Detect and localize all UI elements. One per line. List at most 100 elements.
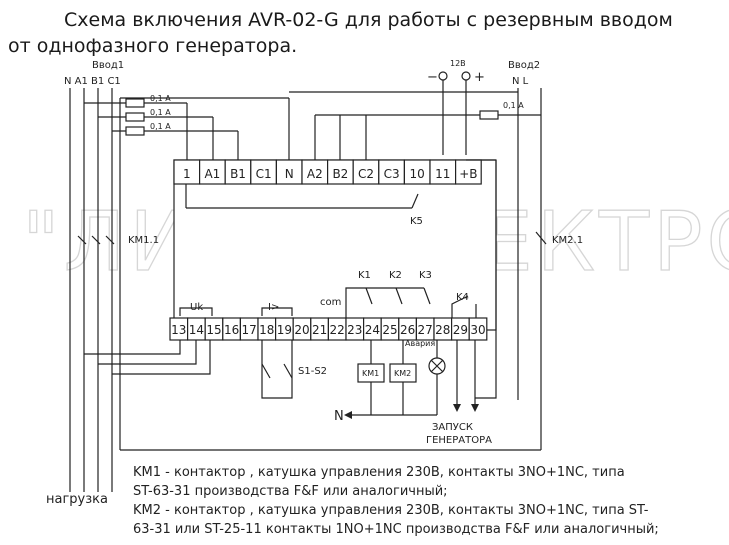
top-terminal-box [199, 159, 226, 185]
wire-s1-s2 [261, 340, 293, 399]
title-line-1: Схема включения AVR-02-G для работы с ре… [64, 9, 673, 31]
wire-uk-b [98, 340, 197, 365]
bottom-terminal-label: 16 [224, 323, 239, 337]
bottom-terminal-label: 21 [312, 323, 327, 337]
input2-label: Ввод2 [508, 60, 540, 71]
k2-label: K2 [389, 270, 402, 281]
supply-plus-label: + [474, 70, 485, 85]
load-label: нагрузка [46, 492, 108, 507]
top-terminal-label: N [285, 167, 294, 181]
top-terminal-label: A2 [307, 167, 323, 181]
km1-contact-a [77, 235, 87, 245]
supply-minus-label: − [427, 70, 438, 85]
top-terminal-label: B1 [230, 167, 246, 181]
fuse-3 [125, 126, 145, 136]
switch-s2 [283, 363, 293, 379]
relay-k1-k3-contacts [345, 287, 431, 318]
generator-arrow-right-icon [471, 404, 479, 412]
top-terminal-label: C3 [384, 167, 400, 181]
input1-phases: N A1 B1 C1 [64, 76, 121, 87]
km2-contact [535, 231, 547, 245]
generator-start-line-1: ЗАПУСК [432, 422, 473, 433]
note-line-2: ST-63-31 производства F&F или аналогичны… [133, 484, 448, 499]
s1-s2-label: S1-S2 [298, 366, 327, 377]
km1-contact-b [91, 235, 101, 245]
device-body [173, 159, 497, 331]
coil-km2-label: KM2 [394, 369, 411, 378]
fuse-2 [125, 112, 145, 122]
fuse-2-label: 0,1 A [150, 108, 171, 117]
fuse-3-label: 0,1 A [150, 122, 171, 131]
fuse-4 [479, 110, 499, 120]
k4-label: K4 [456, 292, 469, 303]
top-terminal-label: 11 [435, 167, 450, 181]
bottom-terminal-label: 19 [277, 323, 292, 337]
top-terminal-box [173, 159, 201, 185]
bottom-terminal-label: 25 [382, 323, 397, 337]
neutral-arrow-icon [344, 411, 352, 419]
alarm-label: Авария [405, 339, 435, 348]
bottom-terminal-label: 27 [418, 323, 433, 337]
note-line-3: KM2 - контактор , катушка управления 230… [133, 503, 649, 518]
supply-minus-terminal [438, 71, 448, 81]
top-terminal-box [429, 159, 457, 185]
top-terminal-box [250, 159, 278, 185]
top-terminal-box [301, 159, 329, 185]
alarm-lamp-wiring [430, 340, 444, 415]
bottom-terminal-label: 13 [171, 323, 186, 337]
wire-generator-start [456, 340, 476, 404]
bottom-terminal-label: 24 [365, 323, 380, 337]
top-terminal-label: C1 [256, 167, 272, 181]
input2-phases: N L [512, 76, 529, 87]
switch-s1 [261, 363, 271, 379]
generator-start-line-2: ГЕНЕРАТОРА [426, 435, 492, 446]
km1-contact-c [105, 235, 115, 245]
bottom-terminal-box [468, 317, 488, 341]
top-terminal-label: C2 [358, 167, 374, 181]
k5-contact [411, 193, 419, 209]
top-terminal-box [352, 159, 380, 185]
wire-plus-to-generator [475, 160, 497, 399]
top-terminal-label: B2 [332, 167, 348, 181]
top-terminal-box [275, 159, 303, 185]
note-line-4: 63-31 или ST-25-11 контакты 1NO+1NC прои… [133, 522, 659, 537]
uk-label: Uk [190, 302, 203, 313]
bottom-terminal-label: 28 [435, 323, 450, 337]
current-label: I> [268, 302, 279, 313]
k1-label: K1 [358, 270, 371, 281]
bottom-terminal-label: 17 [242, 323, 257, 337]
input1-label: Ввод1 [92, 60, 124, 71]
km2-1-label: KM2.1 [552, 235, 583, 246]
top-terminal-label: 10 [410, 167, 425, 181]
fuse-1 [125, 98, 145, 108]
top-terminal-row: 1 A1 B1 C1 N A2 B2 C2 C3 10 11 +B [173, 159, 482, 185]
top-terminal-label: A1 [204, 167, 220, 181]
relay-k4-contact [451, 295, 477, 318]
wire-uk-c [112, 340, 211, 375]
wire-coils [370, 340, 404, 415]
wire-uk-a [84, 340, 181, 355]
top-terminal-label: 1 [183, 167, 191, 181]
bottom-terminal-label: 14 [189, 323, 204, 337]
neutral-output-label: N [334, 409, 344, 424]
bottom-terminal-label: 26 [400, 323, 415, 337]
supply-voltage-label: 12В [450, 59, 466, 68]
bottom-terminal-label: 22 [330, 323, 345, 337]
bottom-terminal-label: 18 [259, 323, 274, 337]
top-terminal-label: +B [459, 167, 477, 181]
supply-plus-terminal [461, 71, 471, 81]
com-label: com [320, 297, 341, 308]
k5-label: K5 [410, 216, 423, 227]
bottom-terminal-label: 15 [206, 323, 221, 337]
fuse-4-label: 0,1 A [503, 101, 524, 110]
k3-label: K3 [419, 270, 432, 281]
generator-arrow-left-icon [453, 404, 461, 412]
bottom-terminal-label: 20 [294, 323, 309, 337]
top-terminal-box [378, 159, 405, 185]
top-terminal-box [455, 159, 482, 185]
coil-km1-label: KM1 [362, 369, 379, 378]
note-line-1: KM1 - контактор , катушка управления 230… [133, 465, 625, 480]
bottom-terminal-label: 23 [347, 323, 362, 337]
